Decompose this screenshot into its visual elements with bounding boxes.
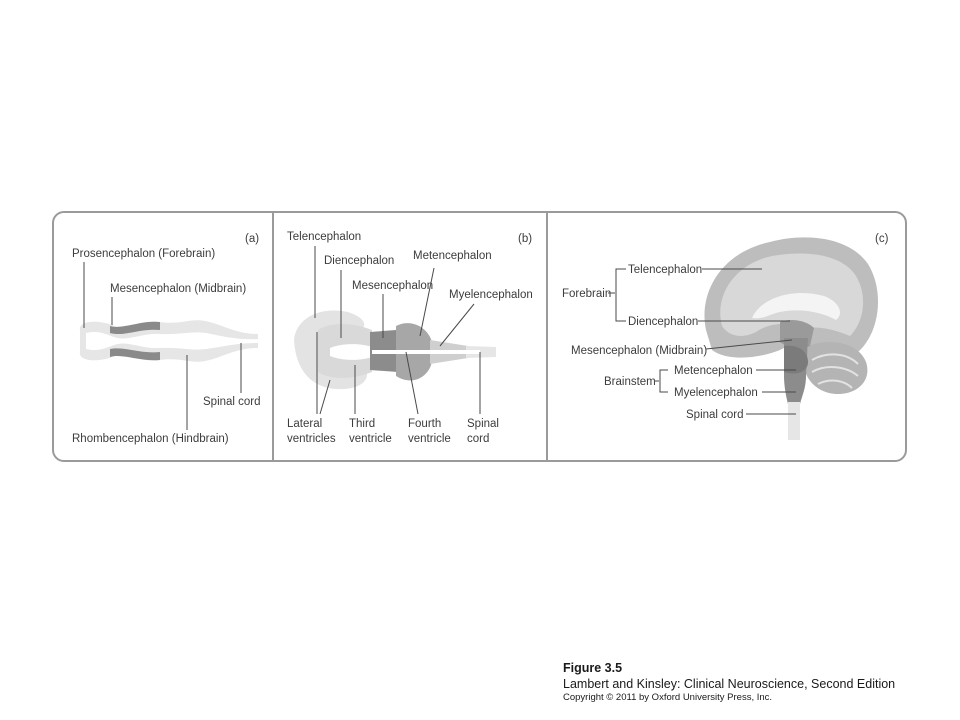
third-ventricle (330, 344, 372, 360)
label-spinal-cord-a: Spinal cord (203, 396, 261, 408)
panel-a-letter: (a) (245, 233, 259, 245)
label-spinal-cord-c: Spinal cord (686, 409, 744, 421)
label-brainstem: Brainstem (604, 376, 656, 388)
figure-frame (52, 211, 907, 462)
panel-c: (c) Forebrain Telencephalon Diencephalon… (562, 233, 889, 440)
label-forebrain: Forebrain (562, 288, 611, 300)
corpus-callosum (752, 292, 840, 320)
label-third-ventricle-2: ventricle (349, 433, 392, 445)
caption-title: Figure 3.5 (563, 661, 623, 675)
label-diencephalon-b: Diencephalon (324, 255, 394, 267)
pons (784, 345, 808, 374)
label-lateral-ventricles: Lateral (287, 418, 322, 430)
cerebellum-folia (811, 353, 859, 389)
label-spinal-cord-b: Spinal (467, 418, 499, 430)
neural-tube-lumen (86, 331, 258, 351)
label-lateral-ventricles-2: ventricles (287, 433, 336, 445)
label-myelencephalon-c: Myelencephalon (674, 387, 758, 399)
caption-book: Lambert and Kinsley: Clinical Neuroscien… (563, 677, 896, 691)
caption-copyright: Copyright © 2011 by Oxford University Pr… (563, 692, 773, 703)
label-metencephalon-c: Metencephalon (674, 365, 753, 377)
label-mesencephalon-a: Mesencephalon (Midbrain) (110, 283, 246, 295)
mesencephalon-upper-band (110, 321, 160, 335)
spinal-cord-tube-b (466, 346, 496, 358)
spinal-cord-c (788, 402, 800, 440)
label-rhombencephalon: Rhombencephalon (Hindbrain) (72, 433, 229, 445)
label-myelencephalon-b: Myelencephalon (449, 289, 533, 301)
label-diencephalon-c: Diencephalon (628, 316, 698, 328)
label-fourth-ventricle-2: ventricle (408, 433, 451, 445)
figure-caption: Figure 3.5 Lambert and Kinsley: Clinical… (563, 661, 895, 704)
panel-a: (a) Prosencephalon (Forebrain) Mesenceph… (72, 233, 261, 445)
label-telencephalon-b: Telencephalon (287, 231, 361, 243)
label-telencephalon-c: Telencephalon (628, 264, 702, 276)
panel-c-letter: (c) (875, 233, 889, 245)
label-mesencephalon-b: Mesencephalon (352, 280, 433, 292)
label-spinal-cord-b-2: cord (467, 433, 489, 445)
panel-b: (b) Telencephalon Diencephalon Metenceph… (287, 231, 533, 445)
label-prosencephalon: Prosencephalon (Forebrain) (72, 248, 215, 260)
label-third-ventricle: Third (349, 418, 375, 430)
panel-b-letter: (b) (518, 233, 532, 245)
label-metencephalon-b: Metencephalon (413, 250, 492, 262)
label-mesencephalon-c: Mesencephalon (Midbrain) (571, 345, 707, 357)
label-fourth-ventricle: Fourth (408, 418, 441, 430)
mesencephalon-lower-band (110, 348, 160, 361)
